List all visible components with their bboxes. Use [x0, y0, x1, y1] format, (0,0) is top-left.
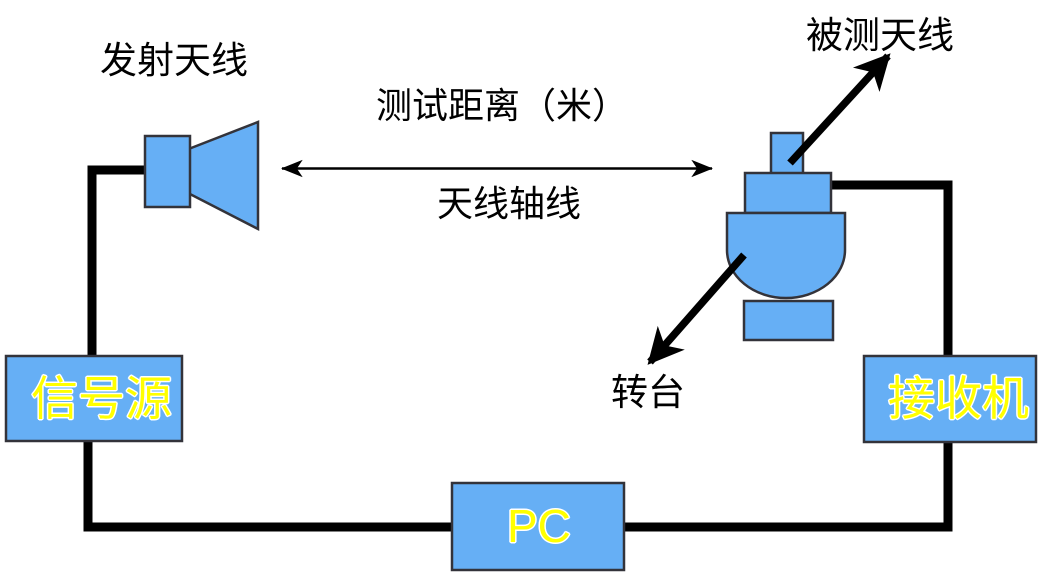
receiver-label: 接收机 [888, 372, 1029, 425]
label-test-distance: 测试距离（米） [376, 85, 629, 126]
horn-waveguide-body [143, 134, 192, 209]
signal-source-label: 信号源 [31, 372, 172, 425]
turntable-base [742, 299, 835, 342]
turntable-pointer-arrow [647, 252, 747, 365]
label-transmit-antenna: 发射天线 [100, 40, 248, 81]
signal-source-box[interactable] [4, 354, 184, 443]
aut-pointer-arrow [787, 53, 891, 166]
label-antenna-under-test: 被测天线 [806, 15, 954, 56]
pc-label: PC [507, 500, 571, 552]
label-antenna-axis: 天线轴线 [437, 183, 582, 224]
pc-box[interactable] [450, 481, 626, 572]
transmit-horn-antenna [143, 120, 260, 232]
aut-body [743, 171, 833, 215]
label-turntable: 转台 [611, 372, 685, 413]
antenna-under-test-assembly [725, 131, 847, 342]
horn-flare [184, 120, 260, 232]
cable-signal-source-to-transmit-antenna [87, 165, 150, 360]
cable-pc-to-receiver [622, 437, 953, 532]
cable-signal-source-to-pc [83, 437, 455, 532]
cable-aut-to-receiver [826, 180, 953, 360]
receiver-box[interactable] [862, 354, 1038, 444]
turntable-dome [725, 211, 847, 300]
cable-network [83, 165, 953, 532]
